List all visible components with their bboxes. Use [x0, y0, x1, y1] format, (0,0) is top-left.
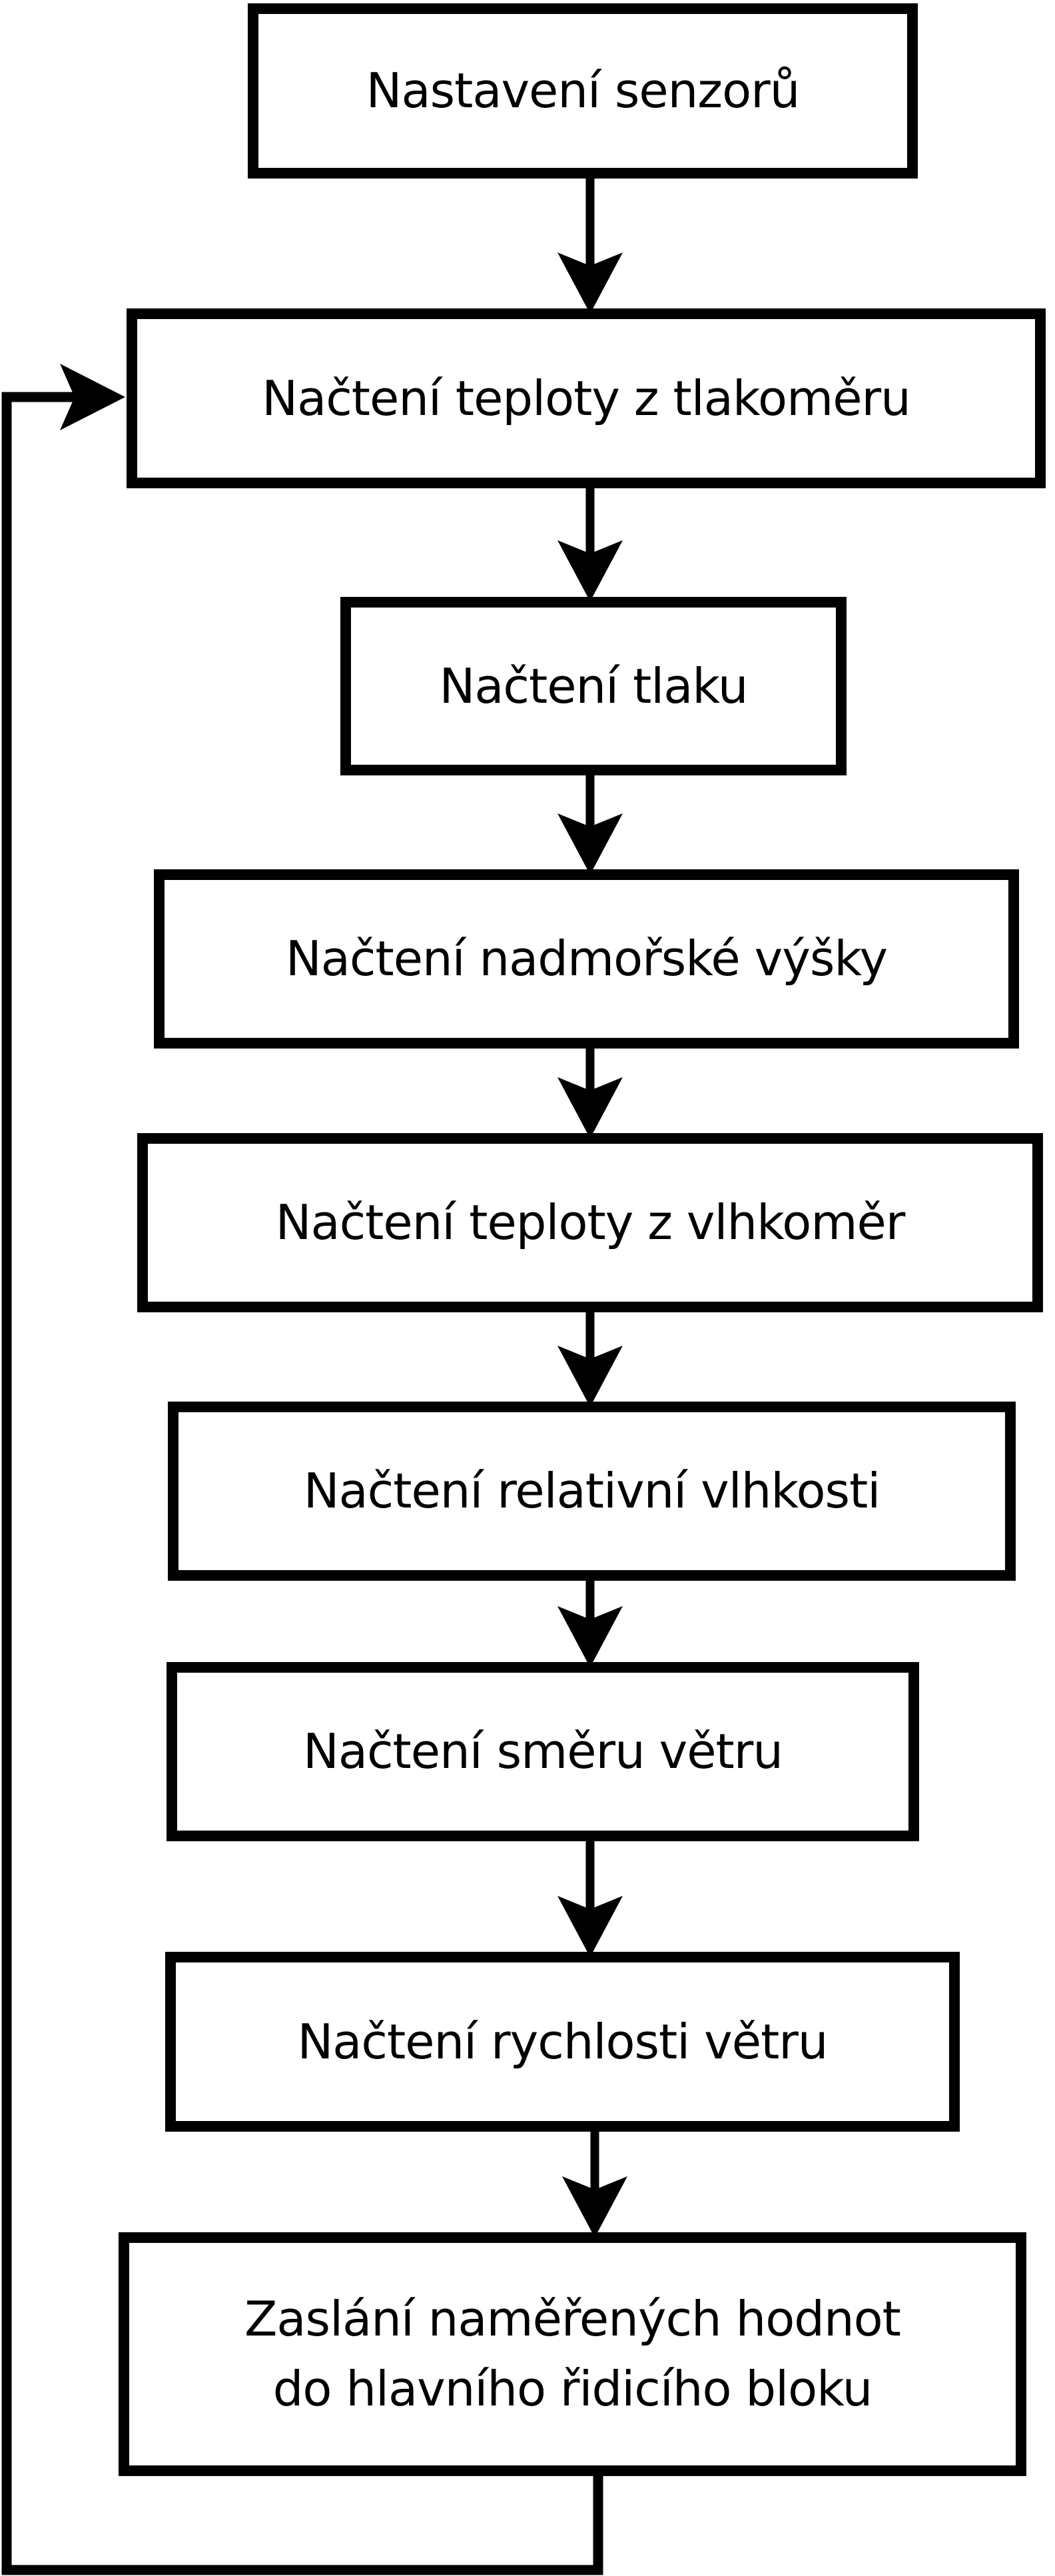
flow-node-label: Načtení teploty z tlakoměru	[262, 370, 911, 426]
flow-node-label: Načtení rychlosti větru	[297, 2013, 828, 2070]
flow-node-label: Načtení nadmořské výšky	[285, 931, 888, 987]
flow-node-read-pressure: Načtení tlaku	[340, 597, 847, 775]
connector-arrow-wind-direction-to-wind-speed	[557, 1832, 623, 1957]
flow-node-label: Načtení tlaku	[439, 657, 748, 714]
connector-arrow-temp-barometer-to-pressure	[557, 480, 623, 602]
flow-node-label: Načtení směru větru	[302, 1723, 783, 1780]
flow-node-label: Zaslání naměřených hodnot do hlavního ři…	[244, 2290, 901, 2417]
flow-node-read-temp-barometer: Načtení teploty z tlakoměru	[127, 308, 1046, 488]
flow-node-read-wind-speed: Načtení rychlosti větru	[165, 1952, 960, 2132]
connector-arrow-wind-speed-to-send-values	[562, 2122, 627, 2238]
connector-arrow-setup-to-temp-barometer	[557, 170, 623, 314]
flow-node-read-temp-hygrometer: Načtení teploty z vlhkoměr	[137, 1133, 1043, 1312]
flow-node-setup-sensors: Nastavení senzorů	[248, 3, 918, 179]
flow-node-read-wind-direction: Načtení směru větru	[167, 1662, 919, 1841]
flow-node-label: Načtení relativní vlhkosti	[303, 1463, 881, 1519]
flow-node-read-altitude: Načtení nadmořské výšky	[154, 869, 1019, 1049]
connector-arrow-humidity-to-wind-direction	[557, 1572, 623, 1667]
flow-node-label: Načtení teploty z vlhkoměr	[275, 1194, 906, 1251]
flow-node-label: Nastavení senzorů	[366, 63, 801, 119]
connector-arrow-altitude-to-temp-hygrometer	[557, 1039, 623, 1138]
connector-arrow-temp-hygrometer-to-humidity	[557, 1303, 623, 1407]
flow-node-send-values: Zaslání naměřených hodnot do hlavního ři…	[119, 2232, 1026, 2476]
connector-arrow-pressure-to-altitude	[557, 766, 623, 875]
feedback-loop-arrow	[1, 364, 603, 2575]
flow-node-read-relative-humidity: Načtení relativní vlhkosti	[168, 1402, 1016, 1581]
